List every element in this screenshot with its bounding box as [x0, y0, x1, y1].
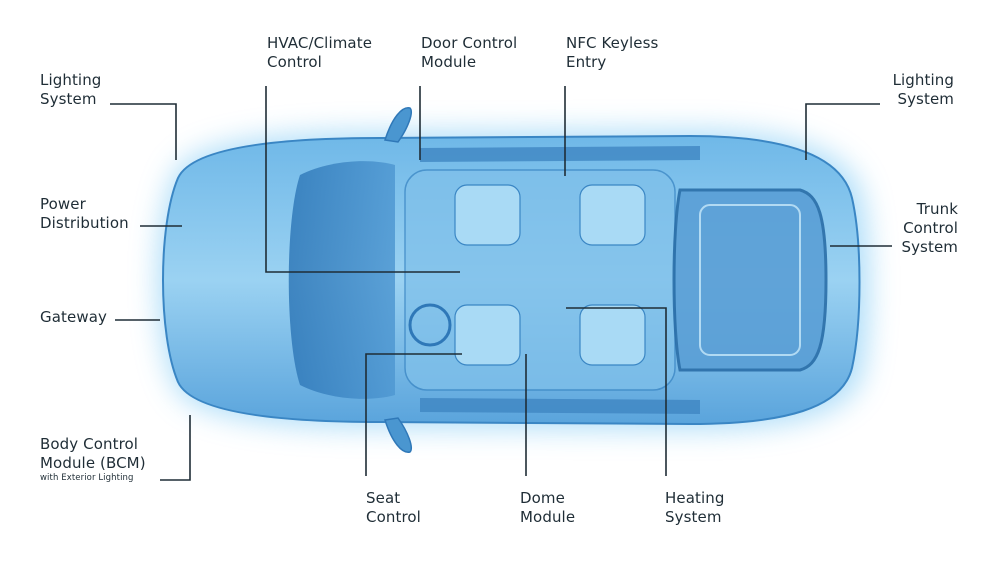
label-bcm-sub: with Exterior Lighting	[40, 473, 134, 483]
leader-lighting-right	[805, 103, 880, 160]
mirror-top-icon	[384, 107, 412, 143]
label-seat: Seat Control	[366, 489, 421, 526]
label-bcm: Body Control Module (BCM) with Exterior …	[40, 435, 146, 483]
leader-lighting-left	[110, 103, 177, 160]
label-gateway: Gateway	[40, 308, 107, 326]
leader-heating	[566, 307, 667, 476]
label-lighting-right: Lighting System	[892, 71, 954, 108]
leader-hvac	[265, 86, 460, 273]
steering-wheel-icon	[408, 303, 452, 347]
rear-window	[672, 188, 828, 372]
leader-seat	[365, 353, 462, 476]
label-heating: Heating System	[665, 489, 725, 526]
leader-lines	[110, 86, 892, 481]
mirror-bottom-icon	[384, 417, 412, 453]
label-door-control: Door Control Module	[421, 34, 518, 71]
label-lighting-left: Lighting System	[40, 71, 102, 108]
label-power-distribution: Power Distribution	[40, 195, 129, 232]
label-hvac: HVAC/Climate Control	[267, 34, 373, 71]
side-window-top	[420, 146, 700, 162]
windshield	[288, 161, 395, 399]
label-trunk: Trunk Control System	[901, 200, 958, 256]
leader-bcm	[160, 415, 191, 481]
seats	[454, 184, 646, 366]
label-dome: Dome Module	[520, 489, 576, 526]
label-nfc: NFC Keyless Entry	[566, 34, 659, 71]
side-window-bottom	[420, 398, 700, 414]
trunk-outline	[699, 204, 801, 356]
